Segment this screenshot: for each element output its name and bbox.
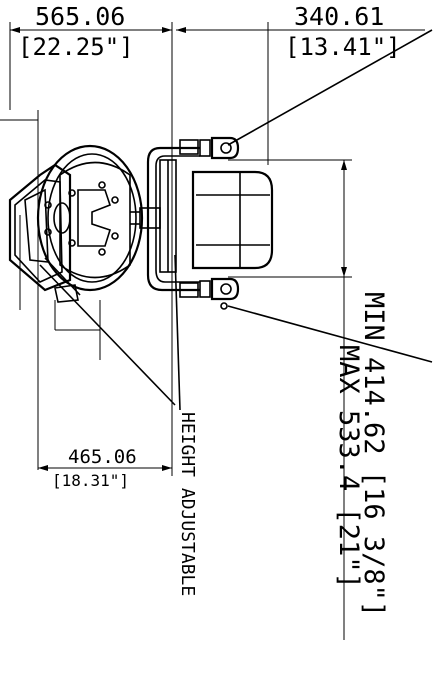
dim-340-inch: [13.41"] — [285, 33, 401, 61]
dim-565-inch: [22.25"] — [18, 33, 134, 61]
min-range-label: MIN 414.62 [16 3/8"] — [358, 292, 389, 617]
height-adjustable-label: HEIGHT ADJUSTABLE — [177, 412, 198, 596]
dim-465-inch: [18.31"] — [52, 471, 129, 490]
dimension-top-right: 340.61 [13.41"] — [176, 2, 433, 165]
chair-top-view — [0, 110, 433, 470]
dimension-bottom-left: 465.06 [18.31"] — [38, 300, 173, 490]
dimension-top-left: 565.06 [22.25"] — [9, 2, 173, 300]
dimension-right-vertical — [228, 159, 352, 640]
dim-465-mm: 465.06 — [68, 446, 137, 468]
dim-565-mm: 565.06 — [35, 2, 125, 31]
dim-340-mm: 340.61 — [294, 2, 384, 31]
max-range-label: MAX 533.4 [21"] — [333, 345, 364, 589]
